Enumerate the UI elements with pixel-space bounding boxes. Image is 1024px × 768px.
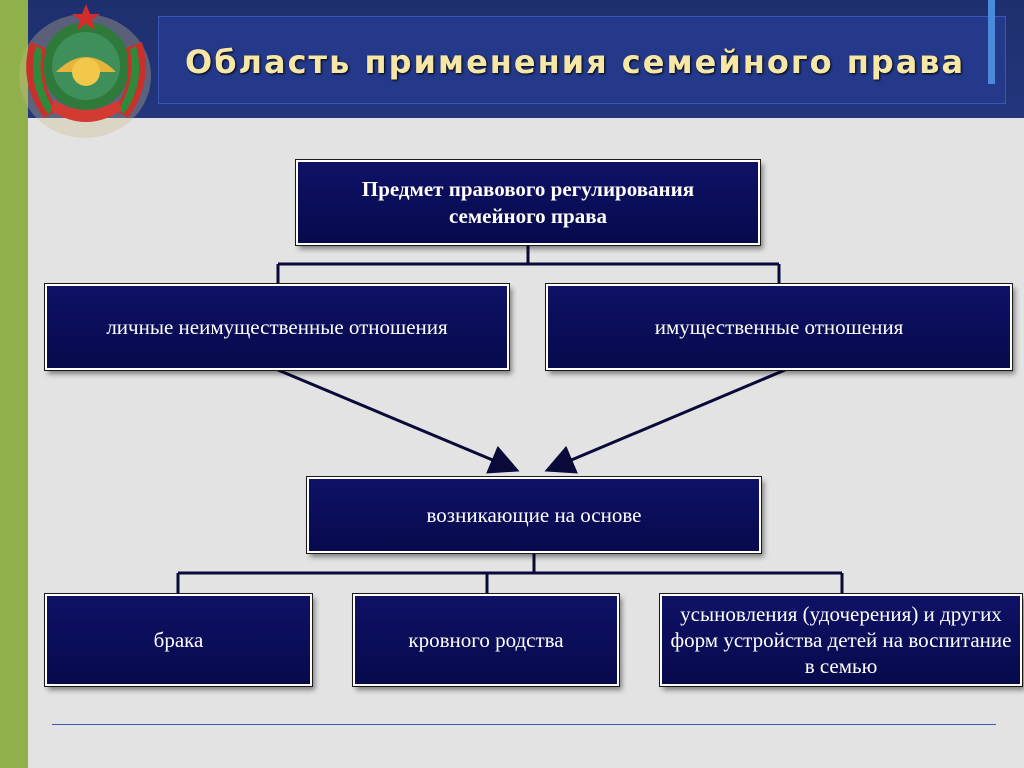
basis-box: возникающие на основе (306, 476, 762, 554)
adoption-label: усыновления (удочерения) и других форм у… (670, 601, 1012, 679)
header-accent-bar (988, 0, 995, 84)
kinship-label: кровного родства (408, 627, 564, 652)
left-accent-strip (0, 0, 28, 768)
root-label: Предмет правового регулирования семейног… (361, 177, 695, 228)
footer-divider (52, 724, 996, 725)
kinship-box: кровного родства (352, 593, 620, 687)
property-relations-label: имущественные отношения (654, 314, 904, 339)
personal-relations-box: личные неимущественные отношения (44, 283, 510, 371)
basis-label: возникающие на основе (426, 502, 642, 527)
slide-title: Область применения семейного права (185, 43, 966, 81)
personal-relations-label: личные неимущественные отношения (106, 314, 448, 339)
marriage-label: брака (153, 627, 204, 652)
property-relations-box: имущественные отношения (545, 283, 1013, 371)
adoption-box: усыновления (удочерения) и других форм у… (659, 593, 1023, 687)
state-emblem-icon (19, 4, 151, 138)
title-banner: Область применения семейного права (158, 16, 1006, 104)
root-box: Предмет правового регулирования семейног… (295, 159, 761, 246)
marriage-box: брака (44, 593, 313, 687)
